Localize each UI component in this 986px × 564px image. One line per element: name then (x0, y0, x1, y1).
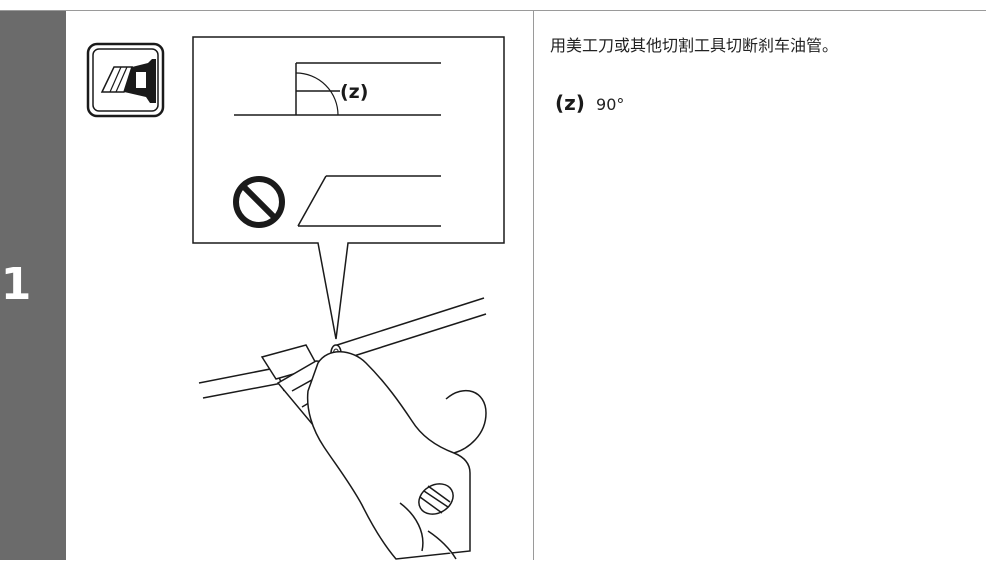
callout-legend: (z) 90° (555, 91, 624, 115)
prohibited-icon (233, 176, 285, 228)
top-rule (0, 10, 986, 11)
utility-knife-icon (86, 42, 165, 118)
instruction-text: 用美工刀或其他切割工具切断刹车油管。 (550, 36, 839, 55)
step-bar: 1 (0, 11, 66, 560)
callout-legend-value: 90° (596, 95, 625, 114)
step-number: 1 (0, 259, 32, 310)
illustration-panel: (z) (66, 11, 533, 560)
knife-and-hand (260, 344, 487, 560)
angle-callout-label: (z) (340, 81, 368, 103)
callout-legend-label: (z) (555, 91, 585, 115)
column-divider (533, 11, 534, 560)
callout-box: (z) (192, 36, 505, 340)
illustration: (z) (86, 36, 505, 560)
